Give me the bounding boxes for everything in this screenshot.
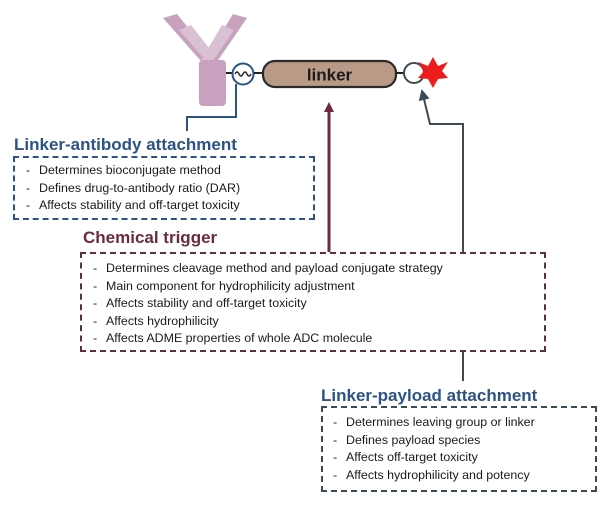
list-item: Affects hydrophilicity <box>93 313 544 331</box>
chemical-trigger-box: Determines cleavage method and payload c… <box>80 252 546 352</box>
list-item: Determines leaving group or linker <box>333 414 595 432</box>
linker-payload-list: Determines leaving group or linker Defin… <box>333 414 595 484</box>
chemical-trigger-list: Determines cleavage method and payload c… <box>93 260 544 348</box>
wavy-bond-icon <box>234 71 252 77</box>
list-item: Affects off-target toxicity <box>333 449 595 467</box>
linker-antibody-list: Determines bioconjugate method Defines d… <box>26 162 313 215</box>
list-item: Defines payload species <box>333 432 595 450</box>
list-item: Affects hydrophilicity and potency <box>333 467 595 485</box>
linker-label: linker <box>307 66 353 85</box>
payload-attachment-arrow <box>418 89 464 254</box>
payload-star-icon <box>418 57 448 88</box>
linker-payload-box: Determines leaving group or linker Defin… <box>321 406 597 492</box>
blue-callout-line <box>186 84 237 131</box>
antibody-icon <box>163 14 247 106</box>
list-item: Determines bioconjugate method <box>26 162 313 180</box>
list-item: Defines drug-to-antibody ratio (DAR) <box>26 180 313 198</box>
list-item: Affects stability and off-target toxicit… <box>93 295 544 313</box>
list-item: Affects ADME properties of whole ADC mol… <box>93 330 544 348</box>
linker-payload-title: Linker-payload attachment <box>321 386 538 405</box>
list-item: Affects stability and off-target toxicit… <box>26 197 313 215</box>
linker-antibody-title: Linker-antibody attachment <box>14 135 237 154</box>
linker-antibody-box: Determines bioconjugate method Defines d… <box>13 156 315 220</box>
list-item: Determines cleavage method and payload c… <box>93 260 544 278</box>
chemical-trigger-title: Chemical trigger <box>83 228 224 248</box>
list-item: Main component for hydrophilicity adjust… <box>93 278 544 296</box>
